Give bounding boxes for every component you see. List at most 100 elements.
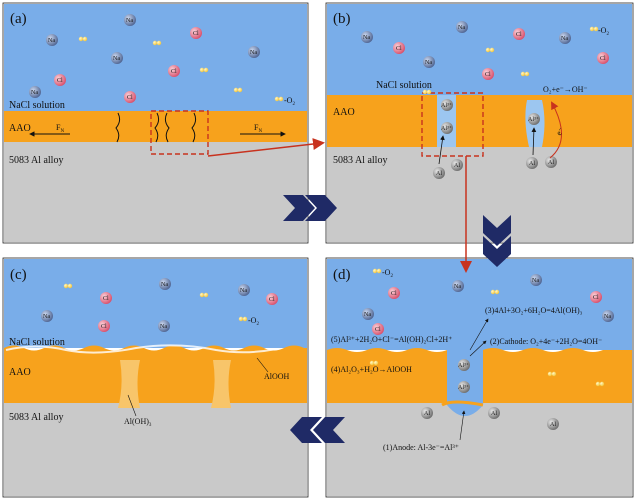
reaction-3: (3)4Al+3O₂+6H₂O=4Al(OH)₃ (485, 306, 583, 315)
oxygen-molecule (490, 289, 500, 295)
svg-text:Na: Na (458, 25, 465, 31)
dissolution-arrow (438, 135, 445, 165)
svg-text:Cl: Cl (103, 296, 109, 302)
nacl-solution-region (327, 4, 632, 95)
svg-text:Na: Na (43, 314, 50, 320)
aao-layer (4, 345, 307, 403)
svg-text:Cl: Cl (269, 297, 275, 303)
svg-text:Cl: Cl (396, 46, 402, 52)
svg-text:Al³⁺: Al³⁺ (441, 125, 452, 132)
svg-text:Al: Al (550, 422, 556, 428)
oxygen-legend-molecule (589, 26, 599, 32)
aloh3-label: Al(OH)3 (124, 417, 152, 428)
svg-text:Na: Na (425, 60, 432, 66)
panel-a: (a) NaCl solution AAO 5083 Al alloy FN F… (2, 2, 309, 244)
cl-ion: Cl (513, 28, 525, 40)
cl-ion: Cl (266, 293, 278, 305)
aloooh-label: AlOOH (264, 372, 290, 381)
cl-ion: Cl (98, 320, 110, 332)
chevron-left-icon (290, 417, 345, 443)
aloh3-deposit (118, 360, 140, 408)
crack (115, 112, 121, 143)
al-atom: Al (421, 407, 433, 419)
svg-text:Al: Al (436, 171, 442, 177)
solution-label: NaCl solution (376, 80, 432, 91)
crack (164, 112, 170, 143)
svg-text:Na: Na (113, 56, 120, 62)
oxygen-molecule (199, 292, 209, 298)
leader-line (127, 394, 137, 417)
cl-ion: Cl (388, 287, 400, 299)
al-atom: Al (526, 157, 538, 169)
oxygen-molecule (63, 283, 73, 289)
cl-ion: Cl (124, 91, 136, 103)
leader-line (469, 340, 487, 357)
na-ion: Na (41, 310, 53, 322)
svg-text:Na: Na (126, 18, 133, 24)
na-ion: Na (238, 284, 250, 296)
leader-line (459, 410, 466, 441)
al3-ion: Al³⁺ (458, 381, 470, 393)
svg-text:Cl: Cl (516, 32, 522, 38)
aloh3-deposit (211, 360, 231, 408)
reaction-1: (1)Anode: Al-3e⁻=Al³⁺ (383, 443, 459, 452)
oxygen-molecule (547, 371, 557, 377)
al3-ion: Al³⁺ (441, 122, 453, 134)
aao-label: AAO (333, 107, 355, 118)
crack (154, 112, 160, 143)
svg-text:Al: Al (454, 163, 460, 169)
alloy-substrate (4, 403, 307, 496)
alloy-label: 5083 Al alloy (333, 155, 387, 166)
oxygen-molecule (422, 89, 432, 95)
aao-layer (327, 95, 632, 147)
na-ion: Na (111, 52, 123, 64)
oxygen-molecule (520, 71, 530, 77)
oxygen-molecule (78, 36, 88, 42)
aao-layer (327, 348, 447, 403)
alloy-substrate (327, 147, 632, 242)
pit-rim (441, 400, 484, 407)
svg-text:Cl: Cl (57, 78, 63, 84)
na-ion: Na (452, 280, 464, 292)
reaction-4: (4)Al₂O₃+H₂O→AlOOH (331, 365, 412, 374)
oxygen-molecule (595, 381, 605, 387)
oxygen-legend-molecule (372, 268, 382, 274)
cl-ion: Cl (190, 27, 202, 39)
nacl-solution-region (4, 4, 307, 111)
chevron-right-icon (283, 195, 337, 221)
alloy-substrate (4, 142, 307, 242)
svg-text:Na: Na (363, 35, 370, 41)
cathode-reaction: O₂+e⁻→OH⁻ (543, 85, 588, 94)
solution-label: NaCl solution (9, 100, 65, 111)
svg-text:Cl: Cl (600, 56, 606, 62)
nacl-solution-region (4, 259, 307, 348)
cl-ion: Cl (372, 323, 384, 335)
cl-ion: Cl (482, 68, 494, 80)
alloy-label: 5083 Al alloy (9, 155, 63, 166)
solution-label: NaCl solution (9, 337, 65, 348)
panel-label: (a) (10, 11, 27, 27)
aao-label: AAO (9, 367, 31, 378)
panel-label: (c) (10, 267, 27, 283)
na-ion: Na (456, 21, 468, 33)
svg-text:Cl: Cl (127, 95, 133, 101)
na-ion: Na (159, 278, 171, 290)
svg-text:Cl: Cl (375, 327, 381, 333)
aao-layer (4, 111, 307, 142)
na-ion: Na (362, 308, 374, 320)
al-atom: Al (488, 407, 500, 419)
electron-path-arrow (549, 101, 562, 159)
oxygen-legend-molecule (274, 96, 284, 102)
al-atom: Al (547, 418, 559, 430)
cl-ion: Cl (597, 52, 609, 64)
svg-text:Cl: Cl (391, 291, 397, 297)
svg-text:Cl: Cl (193, 31, 199, 37)
al-atom: Al (433, 167, 445, 179)
na-ion: Na (602, 310, 614, 322)
panel-c: (c) NaCl solution AAO 5083 Al alloy AlOO… (2, 257, 309, 498)
oxygen-legend-label: -O2 (284, 96, 295, 107)
zoom-transition-arrow (207, 138, 325, 157)
alloy-substrate (327, 403, 632, 496)
svg-text:Na: Na (364, 312, 371, 318)
cl-ion: Cl (590, 291, 602, 303)
